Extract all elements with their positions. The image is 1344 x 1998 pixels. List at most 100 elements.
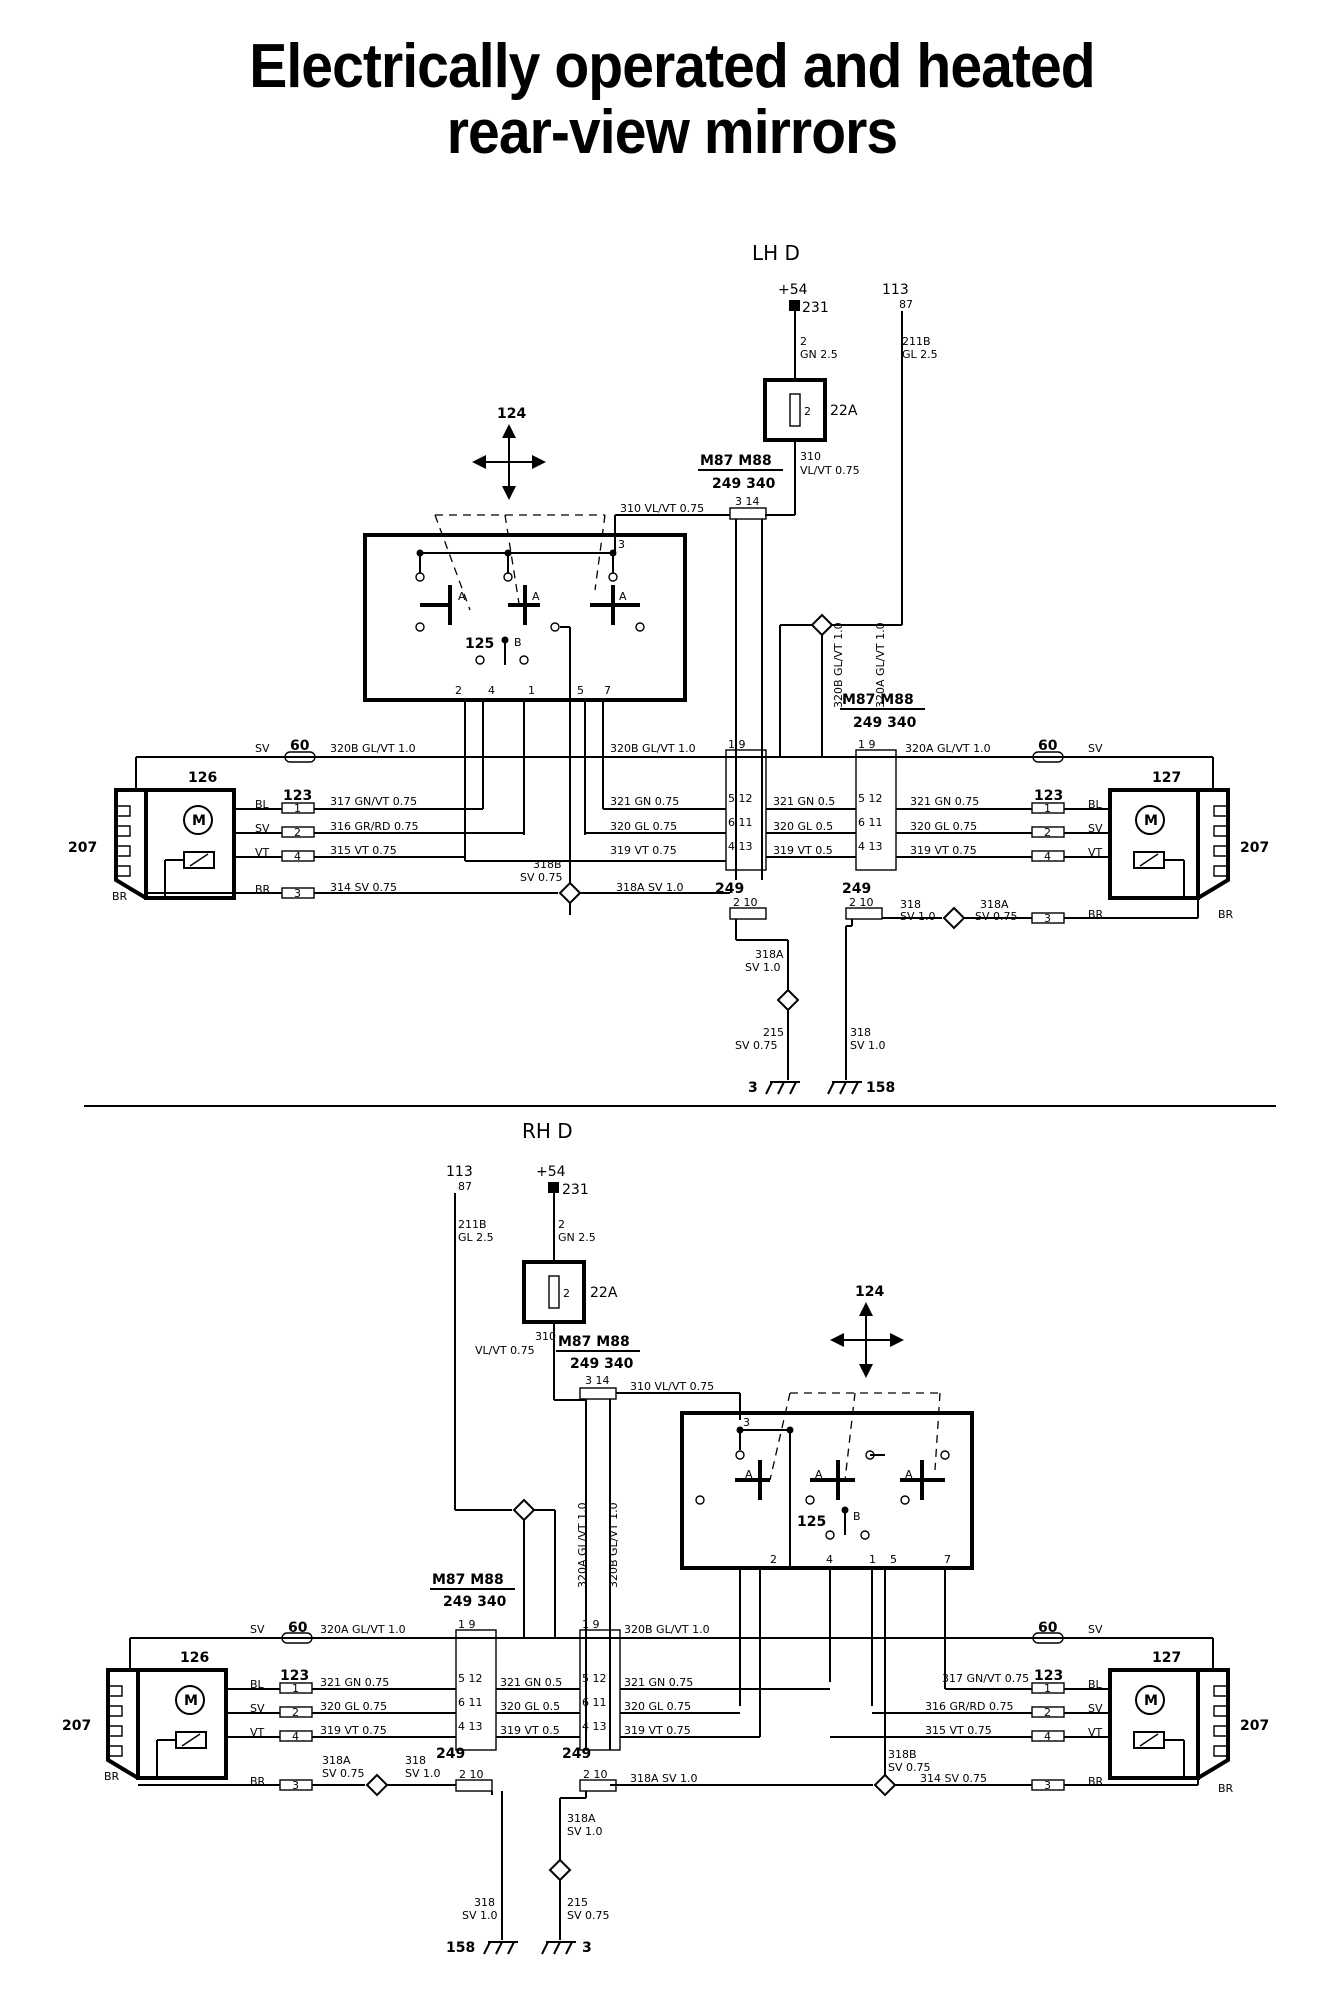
lhd-wire-318-v-b: SV 1.0	[850, 1039, 886, 1052]
lhd-conn-249-left-pins: 2 10	[733, 896, 758, 909]
rhd-fuse-pin: 2	[563, 1287, 570, 1300]
lhd-mid-wire-4: 321 GN 0.5	[773, 795, 835, 808]
rhd-heading: RH D	[522, 1119, 573, 1143]
rhd-wire-310-b: VL/VT 0.75	[475, 1344, 535, 1357]
rhd-mid-wire-4: 321 GN 0.75	[624, 1676, 693, 1689]
lhd-conn-numbers-2: 249 340	[853, 715, 917, 731]
lhd-switch-pin-b: 4	[488, 684, 495, 697]
rhd-wire-318b-b: SV 0.75	[888, 1761, 931, 1774]
lhd-wire-318a-v-a: 318A	[755, 948, 784, 961]
rhd-supply-pin: 231	[562, 1182, 589, 1198]
lhd-diagram: LH D +54 231 113 87 2 GN 2.5 211B GL 2.5…	[68, 241, 1269, 1096]
lhd-left-tag-1: BL	[255, 798, 270, 811]
rhd-right-123-pin-3-num: 3	[1044, 1779, 1051, 1792]
rhd-right-60-block	[1032, 1632, 1064, 1644]
lhd-left-conn-123: 123	[283, 788, 312, 804]
rhd-wire-318a-v-a: 318A	[567, 1812, 596, 1825]
lhd-right-mirror-box	[1108, 788, 1200, 900]
rhd-conn-numbers-2: 249 340	[443, 1594, 507, 1610]
lhd-right-mirror-label: 127	[1152, 770, 1181, 786]
lhd-right-wire-2: 320 GL 0.75	[910, 820, 977, 833]
lhd-conn-numbers: 249 340	[712, 476, 776, 492]
rhd-switch-letter-4: B	[853, 1510, 861, 1523]
lhd-left-123-pin-3-num: 3	[294, 887, 301, 900]
lhd-mid-pair-6: 4 13	[858, 840, 883, 853]
rhd-feed-label: 113	[446, 1164, 473, 1180]
rhd-wire-318a-l-b: SV 0.75	[322, 1767, 365, 1780]
rhd-left-wire-1: 321 GN 0.75	[320, 1676, 389, 1689]
lhd-conn-249-left: 249	[715, 881, 744, 897]
lhd-conn-top-block	[729, 507, 767, 520]
rhd-right-motor-icon	[1135, 1685, 1165, 1715]
lhd-right-123-pin-2-num: 2	[1044, 826, 1051, 839]
lhd-right-tag-2: SV	[1088, 822, 1103, 835]
rhd-switch-letter-3: A	[905, 1468, 913, 1481]
lhd-switch-pin-a: 2	[455, 684, 462, 697]
lhd-right-housing	[1196, 788, 1230, 900]
rhd-wire-211b-a: 211B	[458, 1218, 487, 1231]
rhd-mid-pair-5: 6 11	[582, 1696, 607, 1709]
rhd-left-wire-2: 320 GL 0.75	[320, 1700, 387, 1713]
lhd-wire-215-a: 215	[763, 1026, 784, 1039]
lhd-conn-pins-top: 3 14	[735, 495, 760, 508]
rhd-mid-pair-3: 4 13	[458, 1720, 483, 1733]
rhd-left-motor-letter: M	[184, 1693, 198, 1709]
lhd-mid-conn-2-pins: 1 9	[858, 738, 876, 751]
rhd-mid-wire-5: 320 GL 0.75	[624, 1700, 691, 1713]
rhd-left-tag-0: SV	[250, 1623, 265, 1636]
rhd-wire-318-v-a: 318	[474, 1896, 495, 1909]
lhd-joystick-icon	[472, 424, 546, 500]
lhd-wire-211b-b: GL 2.5	[902, 348, 938, 361]
lhd-switch-letter-4: B	[514, 636, 522, 649]
rhd-wire-318-v-b: SV 1.0	[462, 1909, 498, 1922]
rhd-left-123-pin-1-num: 1	[292, 1682, 299, 1695]
rhd-right-123-pin-2-num: 2	[1044, 1706, 1051, 1719]
rhd-wire-215-a: 215	[567, 1896, 588, 1909]
lhd-left-tag-4: BR	[255, 883, 271, 896]
lhd-wire-318a-v-b: SV 1.0	[745, 961, 781, 974]
lhd-right-wire-3: 319 VT 0.75	[910, 844, 977, 857]
lhd-supply-terminal	[789, 300, 800, 311]
rhd-switch-pin-e: 7	[944, 1553, 951, 1566]
lhd-left-conn-60: 60	[290, 738, 310, 754]
lhd-left-motor-icon	[183, 805, 213, 835]
lhd-wire-211b-a: 211B	[902, 335, 931, 348]
lhd-left-123-pin-2-num: 2	[294, 826, 301, 839]
lhd-wire-318a-r-a: 318A	[980, 898, 1009, 911]
lhd-mid-wire-3: 319 VT 0.75	[610, 844, 677, 857]
lhd-wire-318b-a: 318B	[533, 858, 562, 871]
lhd-wire-318b-b: SV 0.75	[520, 871, 563, 884]
rhd-switch-letter-2: A	[815, 1468, 823, 1481]
rhd-mid-pair-1: 5 12	[458, 1672, 483, 1685]
rhd-wire-320a-v: 320A GL/VT 1.0	[576, 1502, 589, 1588]
rhd-left-conn-60: 60	[288, 1620, 308, 1636]
rhd-right-123-pin-4-num: 4	[1044, 1730, 1051, 1743]
rhd-wire-310-top: 310 VL/VT 0.75	[630, 1380, 714, 1393]
rhd-left-wire-3: 319 VT 0.75	[320, 1724, 387, 1737]
lhd-left-60-block	[284, 751, 316, 763]
rhd-right-mirror-box	[1108, 1668, 1200, 1780]
lhd-switch-letter-3: A	[619, 590, 627, 603]
lhd-mid-pair-1: 5 12	[728, 792, 753, 805]
lhd-mid-wire-1: 321 GN 0.75	[610, 795, 679, 808]
lhd-right-housing-label: 207	[1240, 840, 1269, 856]
lhd-mid-conn-1-pins: 1 9	[728, 738, 746, 751]
lhd-wire-318-v-a: 318	[850, 1026, 871, 1039]
rhd-switch-label: 124	[855, 1284, 884, 1300]
lhd-right-br: BR	[1218, 908, 1234, 921]
rhd-left-tag-1: BL	[250, 1678, 265, 1691]
rhd-mid-pair-4: 5 12	[582, 1672, 607, 1685]
rhd-joystick-icon	[830, 1302, 904, 1378]
lhd-left-housing-label: 207	[68, 840, 97, 856]
lhd-fuse-label: 22A	[830, 403, 858, 419]
lhd-mid-pair-3: 4 13	[728, 840, 753, 853]
rhd-conn-numbers: 249 340	[570, 1356, 634, 1372]
lhd-mid-pair-2: 6 11	[728, 816, 753, 829]
lhd-right-conn-60: 60	[1038, 738, 1058, 754]
lhd-left-wire-1: 317 GN/VT 0.75	[330, 795, 417, 808]
lhd-left-tag-3: VT	[255, 846, 270, 859]
rhd-ground-icon-3	[541, 1941, 576, 1955]
lhd-right-60-block	[1032, 751, 1064, 763]
lhd-mid-pair-4: 5 12	[858, 792, 883, 805]
lhd-switch-label: 124	[497, 406, 526, 422]
